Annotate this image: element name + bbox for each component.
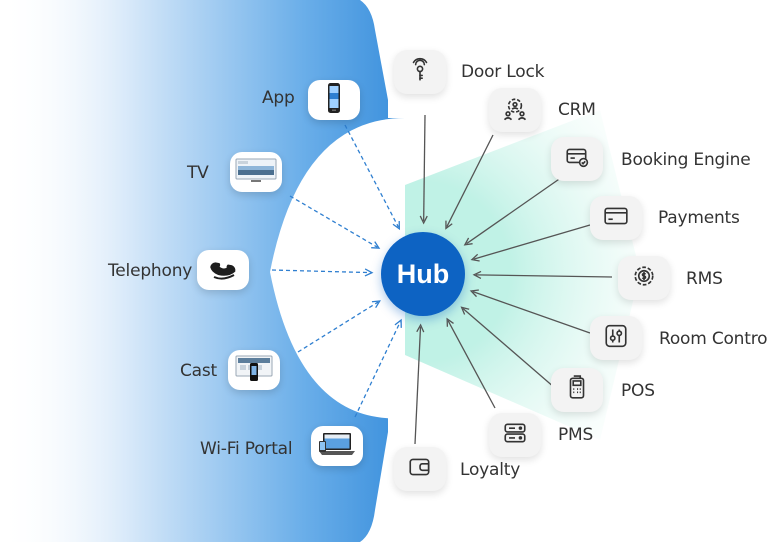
integration-connector-1 [446, 134, 494, 227]
phone-handset-icon [208, 253, 238, 288]
credit-card-icon [603, 203, 629, 234]
integration-connector-0 [423, 114, 426, 222]
smartphone-icon [319, 82, 349, 119]
source-label: TV [187, 163, 209, 183]
integration-label: POS [621, 381, 655, 401]
integration-node-1 [489, 88, 541, 132]
wallet-icon [407, 454, 433, 485]
source-connector-1 [289, 195, 378, 248]
card-check-icon [564, 144, 590, 175]
integration-label: RMS [686, 269, 723, 289]
integration-connector-4-head [472, 270, 482, 279]
source-node-0 [308, 80, 360, 120]
integration-connector-3 [473, 224, 591, 260]
integration-node-5 [590, 316, 642, 360]
server-rack-icon [502, 420, 528, 451]
integration-connector-5-head [469, 289, 479, 298]
integration-connector-2-head [463, 237, 473, 246]
integration-connector-6-head [460, 306, 470, 315]
source-connector-0 [344, 124, 399, 228]
tv-screen-icon [235, 157, 277, 188]
center-white-area [270, 118, 405, 419]
source-label: Wi-Fi Portal [200, 439, 293, 459]
integration-connector-2 [466, 174, 566, 245]
sliders-icon [603, 323, 629, 354]
integration-label: Room Control [659, 329, 768, 349]
source-connector-4-head [394, 318, 402, 328]
integration-node-8 [394, 447, 446, 491]
users-gear-icon [501, 94, 529, 127]
integration-label: Booking Engine [621, 150, 751, 170]
integration-node-7 [489, 413, 541, 457]
source-node-1 [230, 152, 282, 192]
integration-connector-6 [462, 308, 556, 389]
integration-connector-8-head [416, 323, 425, 333]
source-connector-0-head [392, 220, 401, 231]
dollar-gear-icon [630, 262, 658, 295]
integration-connector-3-head [470, 253, 480, 262]
integration-node-4 [618, 256, 670, 300]
hub-label: Hub [396, 258, 450, 289]
connector-lines [271, 114, 613, 445]
integration-connector-5 [472, 291, 591, 334]
integration-connector-8 [414, 326, 422, 445]
source-node-4 [311, 426, 363, 466]
integration-connector-7 [447, 320, 496, 409]
source-node-3 [228, 350, 280, 390]
key-lock-icon [407, 57, 433, 88]
integration-label: CRM [558, 100, 596, 120]
integration-connector-4 [475, 274, 613, 278]
integration-connector-1-head [445, 220, 453, 230]
integration-label: Loyalty [460, 460, 521, 480]
integration-node-0 [394, 50, 446, 94]
integration-node-6 [551, 368, 603, 412]
pos-terminal-icon [564, 374, 590, 406]
integration-connector-0-head [419, 215, 428, 225]
source-node-2 [197, 250, 249, 290]
laptop-icon [317, 430, 357, 463]
source-label: Telephony [108, 261, 193, 281]
integration-label: Door Lock [461, 62, 545, 82]
source-connector-1-head [371, 241, 381, 249]
source-label: App [262, 88, 295, 108]
source-connector-3 [297, 301, 379, 353]
source-label: Cast [180, 361, 218, 381]
source-connector-4 [354, 321, 401, 418]
cast-device-icon [234, 353, 274, 388]
integration-node-2 [551, 137, 603, 181]
source-connector-2-head [364, 268, 374, 277]
integration-node-3 [590, 196, 642, 240]
hub-node: Hub [381, 232, 465, 316]
integration-connector-7-head [446, 317, 454, 327]
source-connector-2 [271, 269, 371, 274]
source-connector-3-head [371, 300, 381, 309]
integration-label: Payments [658, 208, 740, 228]
integration-label: PMS [558, 425, 594, 445]
